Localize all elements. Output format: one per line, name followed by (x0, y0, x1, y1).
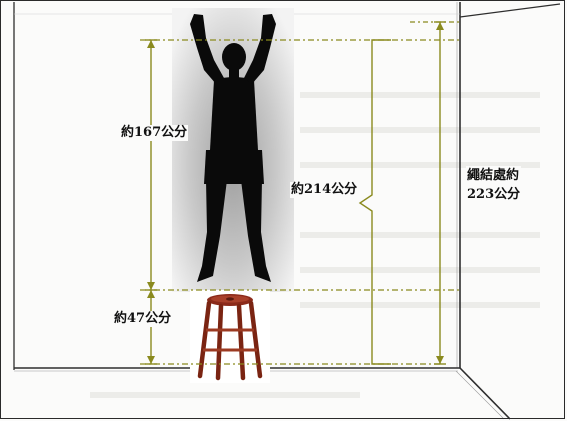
label-stool-height: 約47公分 (113, 311, 173, 327)
label-knot-line1: 繩結處約 (467, 168, 520, 183)
floor-corner-diagonal (459, 367, 511, 420)
dim-total-bracket (358, 39, 391, 365)
label-knot-line2: 223公分 (467, 187, 521, 202)
person-silhouette (190, 14, 276, 282)
background-faint-text (90, 92, 540, 398)
label-total-reach: 約214公分 (290, 182, 359, 198)
stool-image (190, 290, 270, 383)
floor-corner-diagonal-inner (455, 370, 505, 420)
dimension-arrows (147, 22, 444, 364)
height-guide-lines (140, 21, 460, 365)
label-knot-height: 繩結處約 223公分 (466, 166, 522, 204)
label-person-height: 約167公分 (120, 125, 189, 141)
ceiling-slope (459, 3, 561, 18)
dimension-lines (145, 21, 446, 365)
